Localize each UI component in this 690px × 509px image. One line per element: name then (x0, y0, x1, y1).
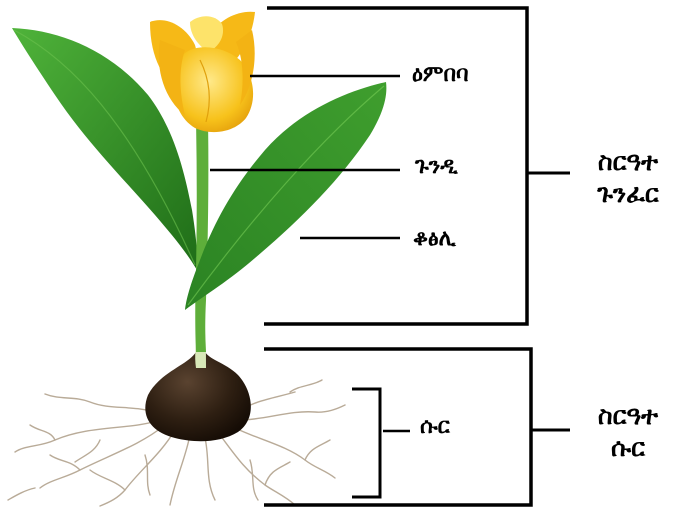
root-system-label-line1: ስርዓተ (578, 400, 678, 432)
tulip-flower-illustration (150, 12, 255, 132)
root-system-label-line2: ሱር (578, 432, 678, 464)
flower-label: ዕምበባ (412, 62, 469, 87)
leaf-label: ቆፅሊ (413, 226, 456, 251)
shoot-system-label-line1: ስርዓተ (578, 146, 678, 178)
shoot-system-label-line2: ጉንፈር (578, 178, 678, 210)
root-label: ሱር (420, 414, 450, 439)
root-system-label: ስርዓተ ሱር (578, 400, 678, 464)
stem-label: ጉንዲ (415, 154, 458, 179)
root-bracket (352, 389, 380, 497)
shoot-system-label: ስርዓተ ጉንፈር (578, 146, 678, 210)
root-system-bracket (264, 349, 531, 505)
stem-illustration (195, 120, 208, 352)
